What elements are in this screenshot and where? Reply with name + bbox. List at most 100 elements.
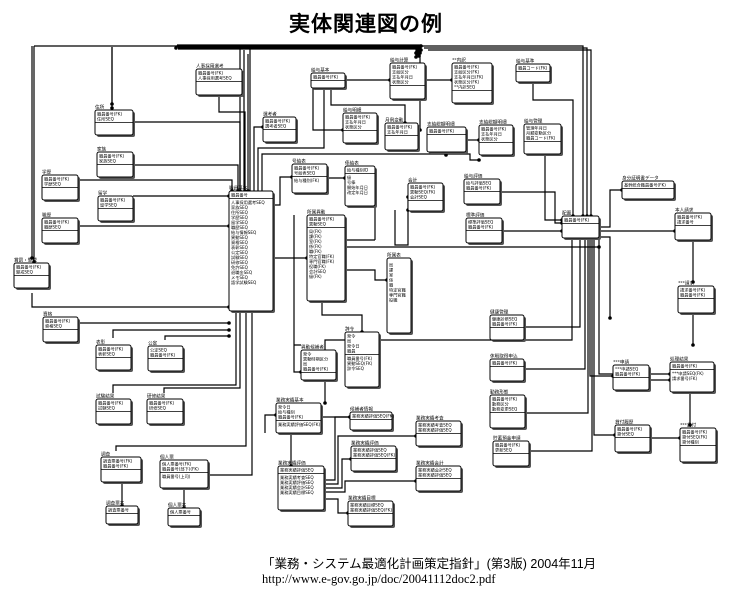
entity-attribute: 学歴SEQ bbox=[231, 214, 249, 221]
entity-key-attribute: 職員番号(FK) bbox=[44, 176, 70, 183]
entity-key-attribute: 職員番号(FK) bbox=[97, 111, 123, 118]
entity-attribute: 課(FK) bbox=[309, 233, 322, 240]
entity-key-attribute: 職員番号(FK) bbox=[387, 124, 413, 131]
relationship-line bbox=[525, 238, 589, 414]
entity-key-attribute: 職員番号(FK) bbox=[44, 219, 70, 226]
entity-key-attribute: 業務実績評価SEQ bbox=[418, 427, 452, 434]
relationship-line bbox=[428, 49, 592, 216]
entity-name: 給与管理 bbox=[524, 118, 543, 125]
entity-shokuin: 職員基本職員番号人事採用選考SEQ家族SEQ住所SEQ学歴SEQ留学SEQ職歴S… bbox=[228, 185, 275, 313]
entity-attribute: 留学SEQ bbox=[231, 219, 249, 226]
entity-key-attribute: 職員番号(FK) bbox=[45, 318, 71, 325]
entity-name: 号給表 bbox=[292, 158, 306, 165]
relationship-line bbox=[208, 311, 253, 476]
entity-key-attribute: 職員番号(FK) bbox=[680, 292, 706, 299]
entity-name: 研修結果 bbox=[147, 393, 166, 400]
entity-key-attribute: 発令 bbox=[347, 333, 356, 340]
relationship-line bbox=[420, 45, 584, 216]
entity-attribute: 級 bbox=[347, 174, 352, 181]
entity-key-attribute: 個人票番号 bbox=[170, 509, 191, 516]
entity-key-attribute: 職員番号(FK) bbox=[410, 184, 436, 191]
entity-key-attribute: 支払年月日(FK) bbox=[454, 74, 484, 81]
entity-name: 調査 bbox=[101, 451, 111, 458]
relationship-line bbox=[273, 176, 292, 206]
entity-name: 勤務形態 bbox=[490, 389, 509, 396]
entity-name: 支給総額明細 bbox=[479, 119, 507, 126]
entity-name: 候補者情報 bbox=[350, 406, 373, 413]
entity-key-attribute: 貸付種別 bbox=[682, 439, 699, 446]
entity-key-attribute: 職員番号(FK) bbox=[564, 217, 590, 224]
entity-key-attribute: 業務実績評価SEQ bbox=[418, 472, 452, 479]
entity-key-attribute: 職員番号(FK) bbox=[682, 429, 708, 436]
entity-name: 給与評価 bbox=[464, 173, 483, 180]
entity-key-attribute: 勤務変更SEQ bbox=[492, 406, 518, 413]
entity-key-attribute: 学歴SEQ bbox=[44, 181, 62, 188]
entity-name: 貸付履歴 bbox=[615, 419, 634, 426]
entity-key-attribute: 請求番号(FK) bbox=[680, 287, 706, 294]
entity-attribute: 役職 bbox=[389, 297, 398, 304]
entity-name: 学歴 bbox=[42, 169, 52, 176]
entity-attribute: 語学試験SEQ bbox=[231, 279, 257, 286]
entity-key-attribute: 職員番号(FK) bbox=[617, 426, 643, 433]
entity-box bbox=[349, 411, 393, 431]
entity-name: 業務実績考査 bbox=[416, 415, 444, 422]
entity-key-attribute: 職員番号(FK) bbox=[98, 400, 124, 407]
entity-name: 資格 bbox=[43, 311, 53, 318]
entity-name: 給与計算 bbox=[390, 57, 409, 64]
relationship-line bbox=[218, 95, 246, 191]
entity-attribute: 試験SEQ bbox=[231, 254, 249, 261]
entity-key-attribute: 職員番号(FK) bbox=[309, 216, 335, 223]
relationship-line bbox=[599, 189, 622, 228]
entity-key-attribute: 職員番号(FK) bbox=[481, 126, 507, 133]
entity-key-attribute: 職員番号(FK) bbox=[495, 442, 521, 449]
entity-key-attribute: 局 bbox=[303, 362, 307, 368]
entity-key-attribute: 職員番号(部下)(FK) bbox=[162, 466, 199, 473]
entity-key-attribute: 状態区分(FK) bbox=[454, 79, 480, 86]
relationship-endpoint-dot bbox=[417, 54, 421, 58]
entity-key-attribute: 業務実績評価SEQ(FK) bbox=[353, 452, 396, 459]
entity-attribute: 業務実績目標SEQ bbox=[280, 489, 314, 496]
entity-box bbox=[159, 459, 209, 489]
entity-name: 調査票名 bbox=[106, 500, 124, 507]
entity-key-attribute: 留学SEQ bbox=[100, 202, 118, 209]
relationship-endpoint-dot bbox=[444, 153, 448, 157]
relationship-endpoint-dot bbox=[418, 51, 422, 55]
entity-box bbox=[105, 505, 139, 525]
entity-name: 俸給表 bbox=[345, 160, 359, 167]
relationship-line bbox=[544, 154, 562, 221]
entity-key-attribute: 支払年月日 bbox=[392, 74, 413, 81]
relationship-line bbox=[324, 498, 348, 514]
relationship-endpoint-dot bbox=[227, 321, 231, 325]
entity-name: 業務実績評価 bbox=[278, 460, 306, 467]
entity-attribute: 資格SEQ bbox=[231, 239, 249, 246]
entity-key-attribute: 貸付SEQ(FK) bbox=[682, 434, 708, 441]
source-url[interactable]: http://www.e-gov.go.jp/doc/20041112doc2.… bbox=[262, 572, 496, 586]
entity-attribute: 住所SEQ bbox=[231, 209, 249, 216]
entity-key-attribute: 資格SEQ bbox=[45, 323, 63, 330]
entity-key-attribute: 状態区分 bbox=[345, 124, 363, 131]
entity-box bbox=[342, 112, 378, 144]
relationship-endpoint-dot bbox=[414, 55, 418, 59]
entity-box bbox=[195, 68, 243, 96]
relationship-line bbox=[324, 458, 351, 489]
entity-key-attribute: 調査票番号(FK) bbox=[103, 458, 133, 465]
entity-attribute: 業務実績評価SEQ(FK) bbox=[278, 421, 321, 428]
entity-box bbox=[291, 163, 328, 194]
relationship-line bbox=[599, 236, 611, 318]
